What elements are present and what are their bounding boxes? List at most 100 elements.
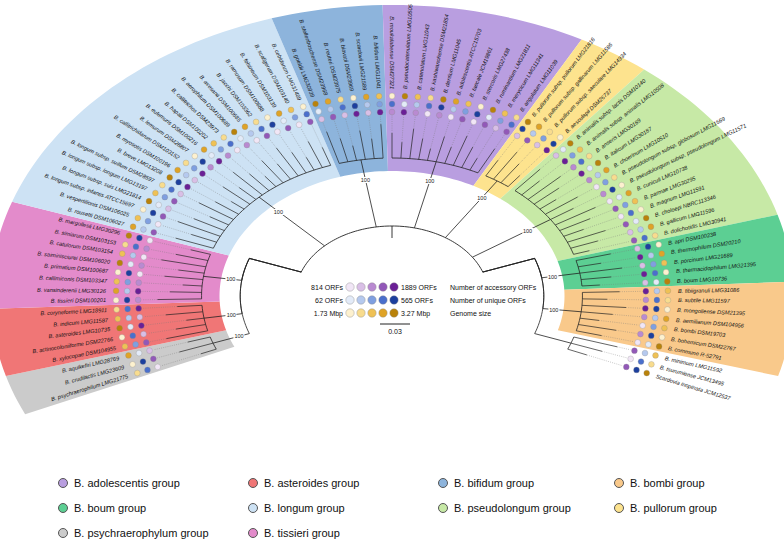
unique-orf-dot [124,288,130,294]
ring-legend-title: Genome size [450,309,491,318]
unique-orf-dot [156,202,162,208]
unique-orf-dot [218,147,224,153]
genome-size-dot [221,135,227,141]
terminal-branch [582,285,600,287]
accessory-orf-dot [244,142,250,148]
genome-size-dot [175,167,181,173]
unique-orf-dot [304,111,310,117]
terminal-branch [581,277,611,280]
genome-size-dot [665,297,671,303]
unique-orf-dot [648,333,654,339]
terminal-branch [231,202,244,210]
stem-branch [259,197,324,246]
guide-line [206,176,224,187]
unique-orf-dot [128,261,134,267]
legend-text: B. bifidum group [454,476,534,490]
unique-orf-dot [126,315,132,321]
legend-text: B. pseudolongum group [454,501,571,515]
guide-line [157,352,179,358]
genome-size-dot [626,190,632,196]
genome-size-dot [313,101,319,107]
genome-size-dot [152,190,158,196]
genome-size-dot [525,119,531,125]
terminal-branch [201,349,216,354]
legend-swatch [438,478,448,488]
unique-orf-dot [610,187,616,193]
accessory-orf-dot [640,263,646,269]
unique-orf-dot [340,104,346,110]
unique-orf-dot [653,279,659,285]
terminal-branch [392,133,393,158]
guide-line [231,158,250,174]
accessory-orf-dot [607,198,613,204]
guide-line [143,283,183,285]
unique-orf-dot [650,261,656,267]
guide-line [334,120,340,138]
accessory-orf-dot [166,206,172,212]
terminal-branch [578,263,601,267]
terminal-branch [353,146,357,161]
legend-swatch [614,503,624,513]
accessory-orf-dot [613,206,619,212]
guide-line [414,116,416,129]
guide-line [148,329,176,333]
guide-line [517,143,525,152]
unique-orf-dot [602,179,608,185]
guide-line [144,315,166,317]
unique-orf-dot [364,102,370,108]
accessory-orf-dot [178,191,184,197]
unique-orf-dot [628,210,634,216]
accessory-orf-dot [579,171,585,177]
genome-size-dot [114,307,120,313]
accessory-orf-dot [389,109,395,115]
guide-line [606,225,623,230]
genome-size-dot [653,353,659,359]
genome-size-dot [134,370,140,376]
accessory-orf-dot [136,306,142,312]
terminal-branch [179,343,213,352]
terminal-branch [191,250,211,255]
terminal-branch [545,197,577,214]
unique-orf-dot [389,101,395,107]
guide-line [617,347,630,350]
bootstrap-value: 100 [548,307,559,313]
accessory-orf-dot [137,314,143,320]
guide-line [146,266,179,270]
terminal-branch [265,176,276,186]
guide-line [346,118,353,146]
genome-size-dot [122,344,128,350]
guide-line [301,128,309,142]
terminal-branch [427,149,430,161]
group-sector [558,282,784,376]
guide-line [402,115,404,142]
genome-size-dot [557,135,563,141]
unique-orf-dot [654,288,660,294]
genome-size-dot [656,242,662,248]
accessory-orf-dot [216,158,222,164]
unique-orf-dot [616,194,622,200]
accessory-orf-dot [632,348,638,354]
terminal-branch [292,152,306,173]
terminal-branch [568,349,587,355]
guide-line [573,196,599,209]
accessory-orf-dot [143,340,149,346]
terminal-branch [486,160,498,176]
guide-line [143,307,177,309]
accessory-orf-dot [641,314,647,320]
unique-orf-dot [238,136,244,142]
terminal-branch [582,305,626,307]
ring-legend-range: 1889 ORFs [401,283,437,292]
stem-branch [204,258,249,318]
guide-line [240,153,265,177]
guide-line [620,291,642,292]
accessory-orf-dot [631,238,637,244]
guide-line [269,138,276,148]
genome-size-dot [119,251,125,257]
genome-size-dot [402,93,408,99]
terminal-branch [419,139,423,160]
unique-orf-dot [125,306,131,312]
clade-arc [213,165,330,248]
accessory-orf-dot [586,177,592,183]
accessory-orf-dot [151,229,157,235]
accessory-orf-dot [553,153,559,159]
